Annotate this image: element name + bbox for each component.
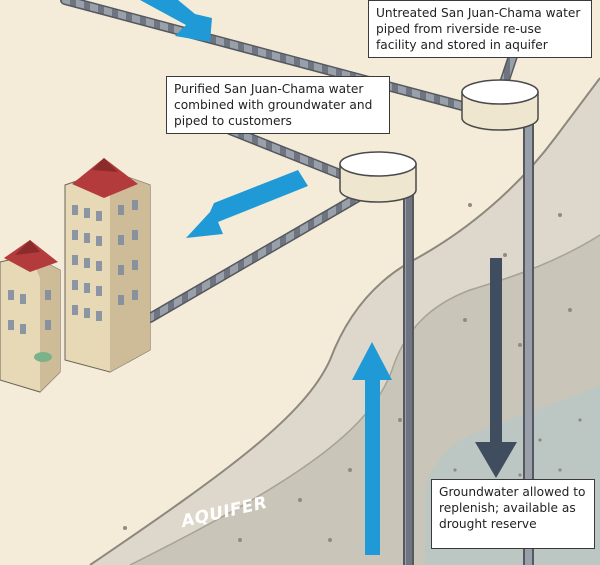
callout-purified-water: Purified San Juan-Chama water combined w…	[166, 76, 390, 134]
arrow-down-recharge	[475, 258, 517, 478]
storage-tank-left	[339, 151, 417, 203]
callout-untreated-water: Untreated San Juan-Chama water piped fro…	[368, 0, 592, 58]
city-buildings	[0, 158, 151, 393]
arrow-up-extraction	[352, 342, 392, 555]
callout-groundwater: Groundwater allowed to replenish; availa…	[431, 479, 595, 549]
well-pipes	[403, 120, 534, 565]
shrub	[34, 352, 52, 362]
surface-edge	[89, 77, 600, 565]
flow-arrow-customers	[186, 170, 308, 238]
sediment-dots	[123, 203, 582, 542]
flow-arrow-top	[140, 0, 212, 42]
storage-tank-right	[461, 79, 539, 131]
